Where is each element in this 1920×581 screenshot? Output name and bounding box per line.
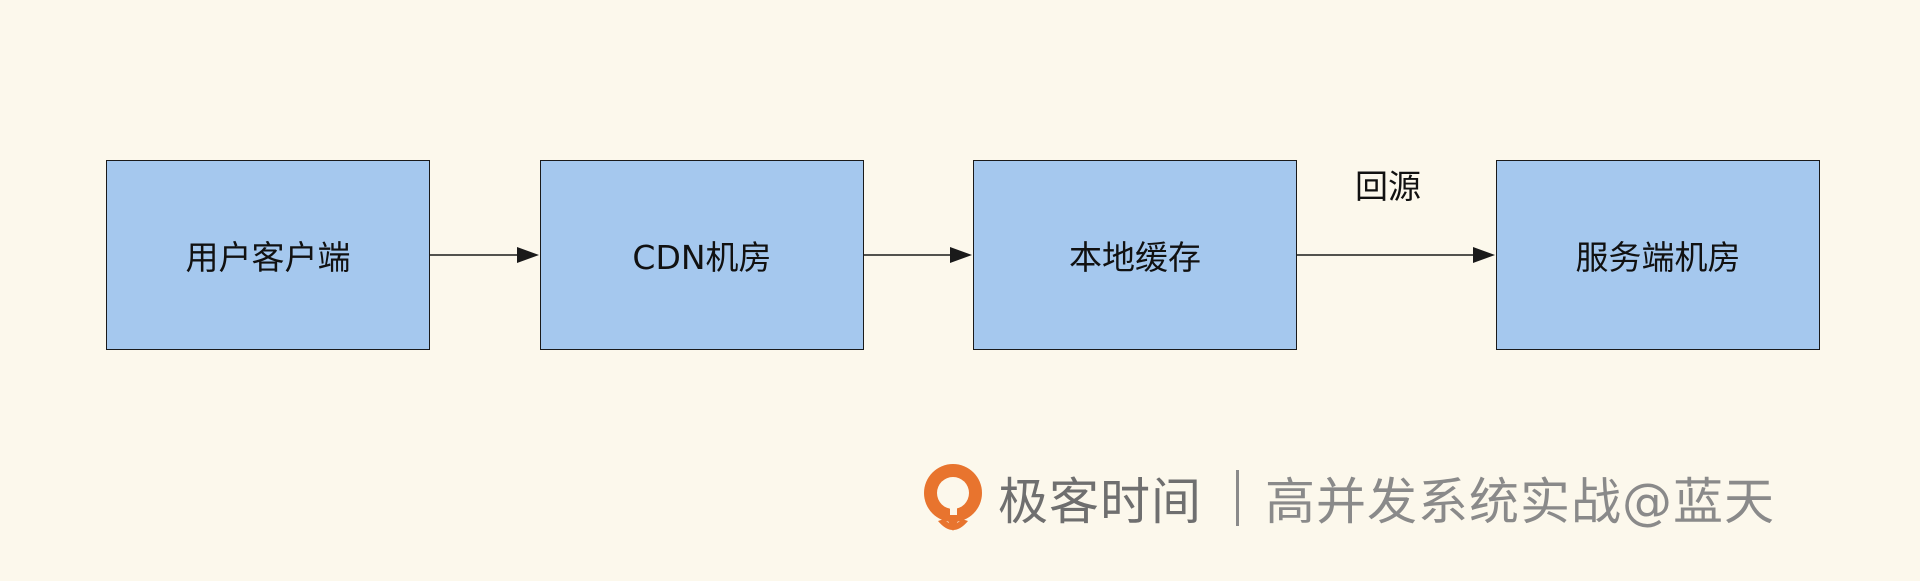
node-cdn-datacenter: CDN机房 [540,160,864,350]
watermark-separator [1236,470,1239,526]
node-local-cache-label: 本地缓存 [1069,238,1201,277]
node-cdn-datacenter-label: CDN机房 [632,238,772,277]
geektime-logo-icon [924,464,982,531]
node-user-client: 用户客户端 [106,160,430,350]
node-user-client-label: 用户客户端 [185,238,351,277]
watermark: 极客时间 高并发系统实战@蓝天 [920,456,1775,540]
node-local-cache: 本地缓存 [973,160,1297,350]
edge-cache-to-server [1297,247,1495,263]
edge-cdn-to-cache [864,247,972,263]
edge-label-origin-fetch: 回源 [1355,167,1421,206]
edge-user-to-cdn [430,247,539,263]
node-server-datacenter-label: 服务端机房 [1575,238,1741,277]
watermark-course-title: 高并发系统实战@蓝天 [1265,473,1775,531]
node-server-datacenter: 服务端机房 [1496,160,1820,350]
watermark-brand: 极客时间 [998,473,1202,531]
